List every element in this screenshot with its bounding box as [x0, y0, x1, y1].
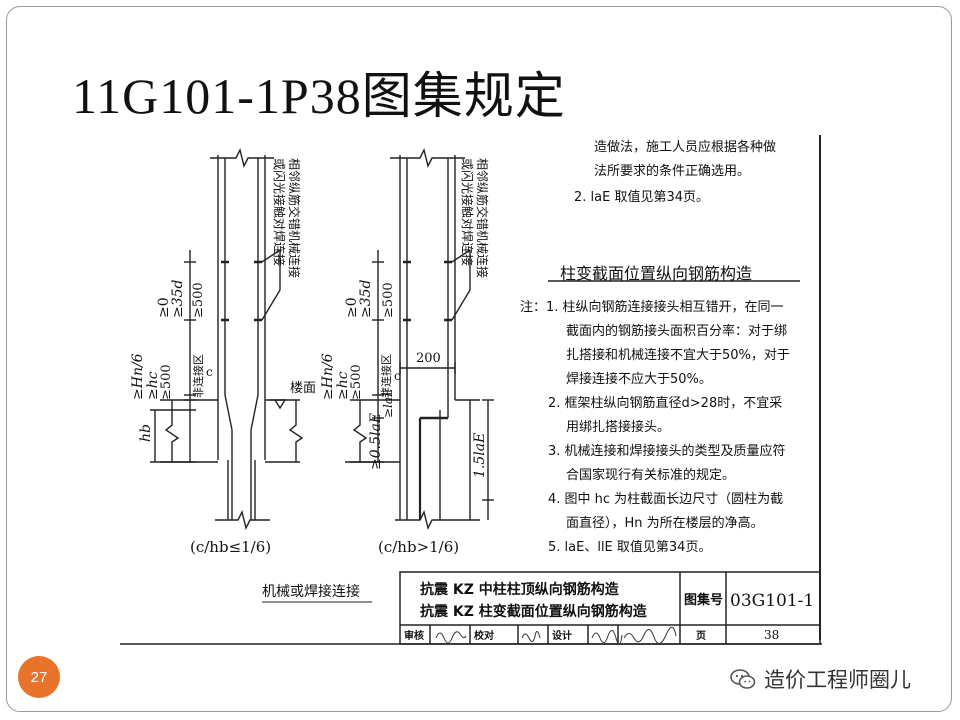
right-dim-c: c: [394, 369, 401, 383]
left-dim-0: ≥0: [156, 297, 172, 318]
note-item-6: 用绑扎搭接接头。: [566, 420, 671, 435]
page-label: 页: [696, 630, 706, 642]
note-item-8: 合国家现行有关标准的规定。: [566, 468, 736, 483]
left-non-connection-zone: 非连接区: [192, 354, 205, 398]
left-dim-500: ≥500: [191, 282, 206, 318]
intro-line-3: 2. laE 取值见第34页。: [574, 190, 710, 205]
title-block-line-1: 抗震 KZ 中柱柱顶纵向钢筋构造: [420, 581, 619, 598]
note-item-7: 3. 机械连接和焊接接头的类型及质量应符: [548, 444, 786, 459]
slide-frame: [6, 6, 952, 712]
note-item-2: 截面内的钢筋接头面积百分率：对于绑: [566, 324, 788, 339]
review-label: 审核: [404, 629, 424, 642]
title-block-line-2: 抗震 KZ 柱变截面位置纵向钢筋构造: [420, 603, 647, 620]
design-label: 设计: [552, 629, 572, 642]
intro-line-1: 造做法，施工人员应根据各种做: [594, 140, 777, 155]
signature-scribbles: [435, 626, 677, 645]
left-dim-hb: hb: [138, 424, 154, 442]
atlas-label: 图集号: [684, 592, 723, 608]
left-dim-c: c: [206, 365, 213, 379]
note-item-5: 2. 框架柱纵向钢筋直径d>28时，不宜采: [548, 396, 783, 411]
left-dim-hn6: ≥Hn/6: [130, 353, 146, 400]
note-item-4: 焊接连接不应大于50%。: [566, 372, 712, 387]
right-dim-hn6: ≥Hn/6: [320, 353, 336, 400]
page-value: 38: [764, 628, 779, 642]
watermark: 造价工程师圈儿: [730, 664, 911, 694]
watermark-text: 造价工程师圈儿: [764, 668, 911, 692]
right-dim-hc: ≥hc: [335, 371, 351, 400]
right-column-detail: [345, 147, 494, 531]
left-column-detail: [150, 147, 304, 531]
note-item-11: 5. laE、llE 取值见第34页。: [548, 540, 712, 555]
slide-title: 11G101-1P38图集规定: [72, 68, 566, 124]
right-dim-35d: ≥35d: [358, 279, 374, 318]
left-dim-hc: ≥hc: [145, 371, 161, 400]
left-connection-label-1: 相邻纵筋交错机械连接: [287, 158, 302, 278]
notes-heading: 柱变截面位置纵向钢筋构造: [560, 264, 753, 283]
right-dim-0: ≥0: [344, 297, 360, 318]
floor-label: 楼面: [290, 381, 316, 396]
title-block: [399, 571, 821, 645]
note-item-9: 4. 图中 hc 为柱截面长边尺寸（圆柱为截: [548, 492, 784, 507]
right-dim-500-lower: ≥500: [349, 364, 364, 400]
left-connection-label-2: 或闪光接触对焊连接: [272, 158, 287, 266]
caption-left: (c/hb≤1/6): [190, 538, 271, 556]
note-item-1: 注：1. 柱纵向钢筋连接接头相互错开，在同一: [520, 300, 784, 315]
check-label: 校对: [474, 629, 494, 642]
wechat-icon: [730, 669, 756, 689]
mechanical-label: 机械或焊接连接: [262, 583, 360, 600]
right-dim-200: 200: [416, 351, 441, 366]
right-connection-label-2: 或闪光接触对焊连接: [460, 158, 475, 266]
right-non-connection-zone: 非连接区: [380, 354, 393, 398]
right-dim-05lae: ≥0.5laE: [368, 413, 384, 470]
atlas-number: 03G101-1: [730, 591, 814, 611]
right-dim-lae: ≥laE: [381, 388, 395, 418]
intro-line-2: 法所要求的条件正确选用。: [594, 164, 751, 179]
caption-right: (c/hb>1/6): [378, 538, 459, 556]
note-item-3: 扎搭接和机械连接不宜大于50%，对于: [566, 348, 790, 363]
left-dim-500-lower: ≥500: [159, 364, 174, 400]
page-number-badge: 27: [18, 656, 60, 698]
right-connection-label-1: 相邻纵筋交错机械连接: [475, 158, 490, 278]
right-dim-15lae: 1.5laE: [472, 433, 488, 478]
right-dim-500: ≥500: [381, 282, 396, 318]
note-item-10: 面直径），Hn 为所在楼层的净高。: [566, 516, 764, 531]
left-dim-35d: ≥35d: [170, 279, 186, 318]
